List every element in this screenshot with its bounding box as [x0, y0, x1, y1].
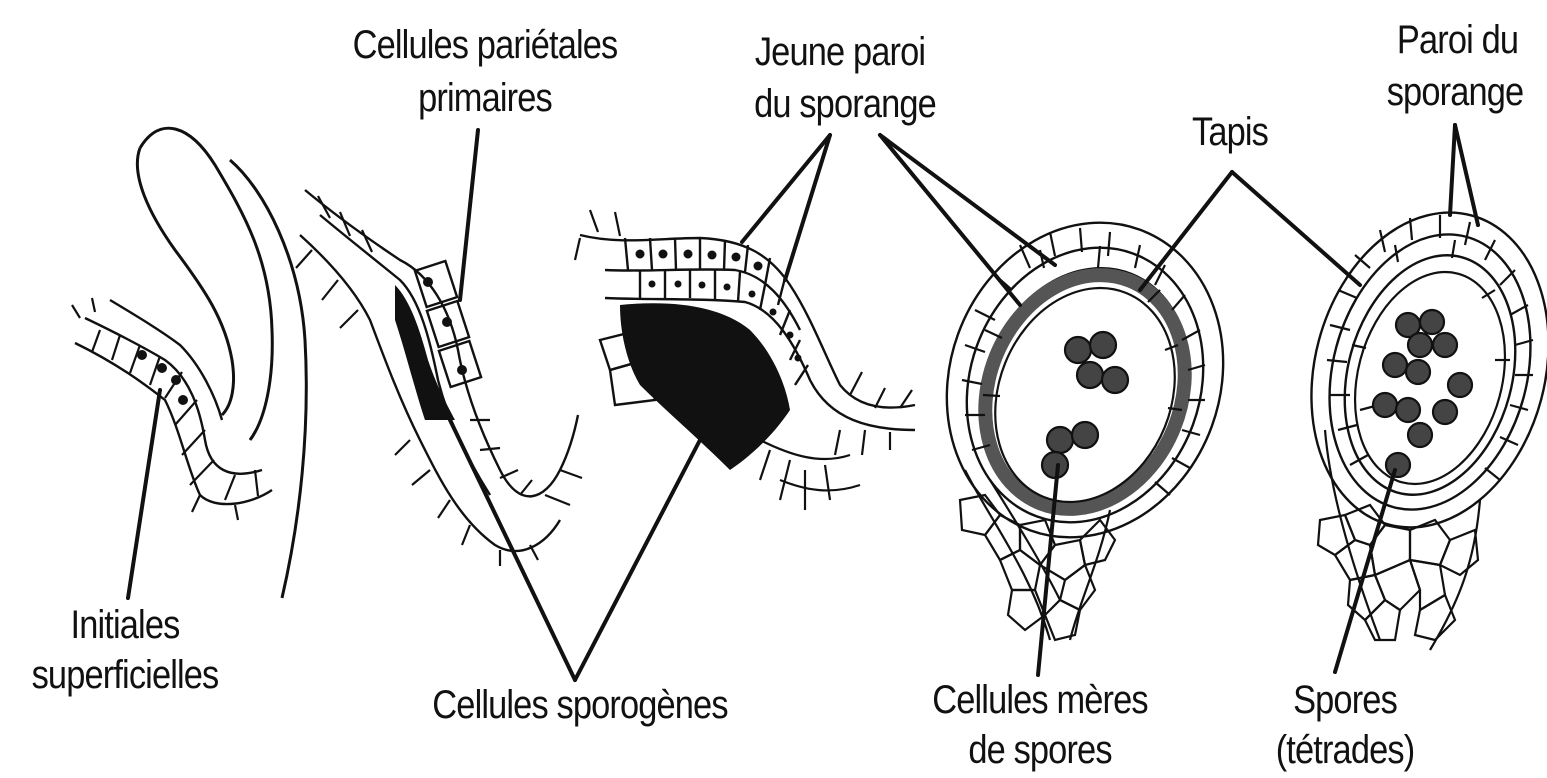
label-parietales-line1: Cellules pariétales	[343, 25, 627, 65]
stage1-leaf	[72, 128, 306, 598]
label-initiales-line2: superficielles	[26, 655, 224, 695]
label-spores-line2: (tétrades)	[1268, 730, 1423, 770]
stage4-sporangium	[903, 183, 1266, 640]
stage3-sporangium	[575, 210, 915, 510]
leader-lines	[128, 125, 1478, 680]
label-paroi-line1: Paroi du	[1387, 20, 1529, 60]
stage2-leaf	[296, 190, 582, 566]
label-parietales-line2: primaires	[403, 78, 566, 118]
label-initiales-line1: Initiales	[52, 605, 198, 645]
label-paroi-line2: sporange	[1382, 72, 1528, 112]
label-spores-line1: Spores	[1281, 680, 1410, 720]
label-jeune-paroi-line2: du sporange	[746, 84, 944, 124]
label-sporogenes: Cellules sporogènes	[425, 685, 735, 725]
label-meres-line2: de spores	[954, 730, 1126, 770]
stage5-sporangium	[1278, 186, 1547, 650]
label-jeune-paroi-line1: Jeune paroi	[750, 32, 931, 72]
label-tapis: Tapis	[1178, 112, 1281, 152]
label-meres-line1: Cellules mères	[924, 680, 1156, 720]
